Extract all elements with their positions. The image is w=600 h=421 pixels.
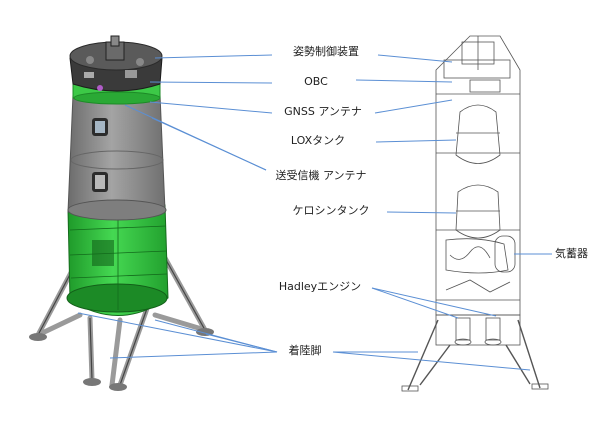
label-txrx-antenna: 送受信機 アンテナ xyxy=(275,169,367,182)
leader-hadley xyxy=(371,287,459,319)
label-lox-tank: LOXタンク xyxy=(290,134,346,147)
kerosene-tank-outline xyxy=(455,184,501,239)
landing-leg-drawing xyxy=(407,319,541,391)
leader-gnss xyxy=(149,101,273,114)
label-gas-bottle: 気蓄器 xyxy=(555,247,588,260)
label-attitude-control: 姿勢制御装置 xyxy=(293,45,359,58)
leader-lox xyxy=(375,139,457,143)
label-obc: OBC xyxy=(304,75,328,88)
leader-obc xyxy=(149,81,273,84)
label-hadley-engine: Hadleyエンジン xyxy=(278,280,362,293)
leader-kerosene xyxy=(386,211,457,214)
label-kerosene-tank: ケロシンタンク xyxy=(292,204,370,217)
label-gnss-antenna: GNSS アンテナ xyxy=(284,105,362,118)
leader-attitude-control xyxy=(154,54,273,59)
lox-tank-outline xyxy=(455,104,501,164)
label-landing-legs: 着陸脚 xyxy=(288,344,322,357)
